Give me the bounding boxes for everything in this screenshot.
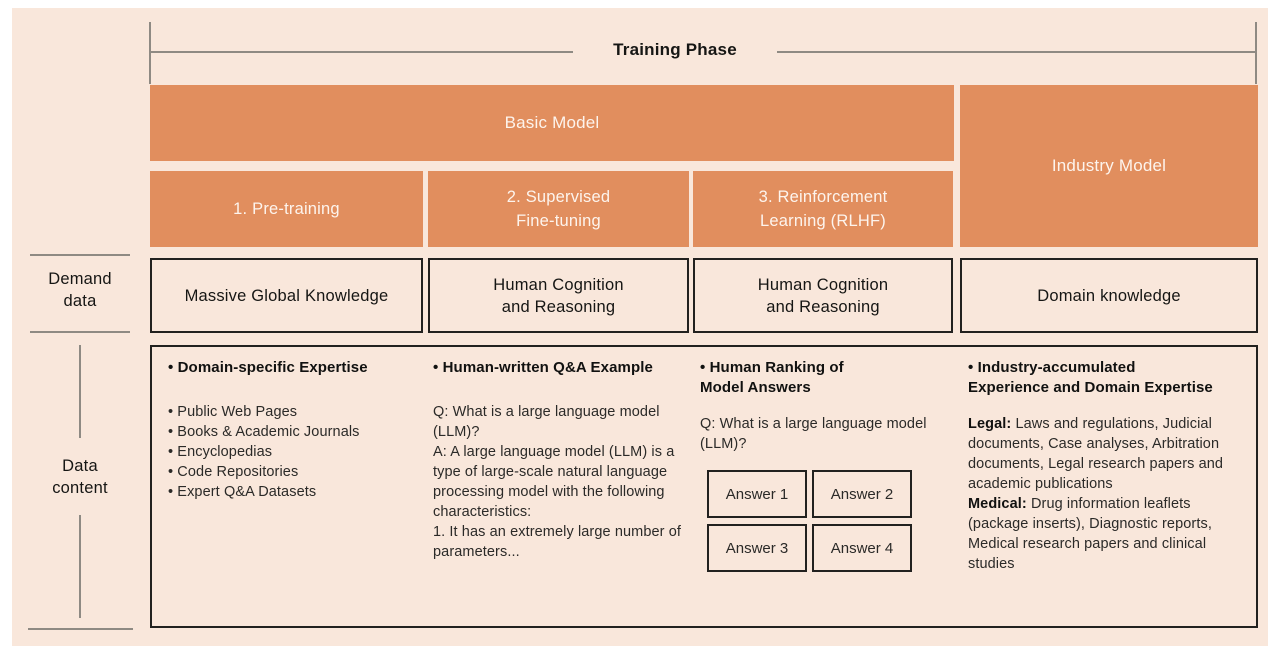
list-item: • Public Web Pages [168,404,298,420]
content-column-sft: • Human-written Q&A Example Q: What is a… [433,358,693,562]
medical-data-text: Medical: Drug information leaflets (pack… [968,494,1254,574]
training-phase-label: Training Phase [613,40,737,59]
phase-box-rlhf: 3. Reinforcement Learning (RLHF) [693,171,953,247]
column-header: • Domain-specific Expertise [168,359,368,376]
demand-rail-line-top [30,254,130,256]
demand-box-cognition-rlhf: Human Cognition and Reasoning [693,258,953,333]
demand-box-cognition-sft: Human Cognition and Reasoning [428,258,689,333]
content-column-industry: • Industry-accumulated Experience and Do… [968,358,1254,574]
phase-box-pretraining: 1. Pre-training [150,171,423,247]
qa-example-text: Q: What is a large language model (LLM)?… [433,404,682,560]
medical-text: Drug information leaflets (package inser… [968,496,1212,572]
content-rail-line-top [79,345,81,438]
list-item: • Books & Academic Journals [168,424,360,440]
content-column-pretraining: • Domain-specific Expertise • Public Web… [168,358,420,502]
content-column-rlhf: • Human Ranking of Model Answers Q: What… [700,358,940,454]
bracket-tick-left [149,22,151,84]
answer-box: Answer 2 [812,470,912,518]
data-content-label: Data content [52,457,108,497]
bracket-line-left [149,51,573,53]
answer-box: Answer 3 [707,524,807,572]
demand-box-global-knowledge: Massive Global Knowledge [150,258,423,333]
column-header: • Human-written Q&A Example [433,359,653,376]
basic-model-box: Basic Model [150,85,954,161]
demand-rail-line-bottom [30,331,130,333]
ranking-question-text: Q: What is a large language model (LLM)? [700,416,927,452]
column-header: • Human Ranking of Model Answers [700,359,844,396]
list-item: • Code Repositories [168,464,299,480]
answer-box: Answer 4 [812,524,912,572]
industry-model-box: Industry Model [960,85,1258,247]
demand-box-domain-knowledge: Domain knowledge [960,258,1258,333]
medical-label: Medical: [968,496,1027,512]
legal-text: Laws and regulations, Judicial documents… [968,416,1224,492]
legal-data-text: Legal: Laws and regulations, Judicial do… [968,414,1254,494]
bracket-tick-right [1255,22,1257,84]
answer-box: Answer 1 [707,470,807,518]
phase-box-sft: 2. Supervised Fine-tuning [428,171,689,247]
demand-data-label: Demand data [48,270,112,310]
legal-label: Legal: [968,416,1012,432]
pretraining-source-list: • Public Web Pages • Books & Academic Jou… [168,402,420,502]
content-rail-line-bottom [28,628,133,630]
column-header: • Industry-accumulated Experience and Do… [968,359,1213,396]
bracket-line-right [777,51,1257,53]
list-item: • Expert Q&A Datasets [168,484,317,500]
content-rail-line-middle [79,515,81,618]
list-item: • Encyclopedias [168,444,273,460]
data-content-box [150,345,1258,628]
